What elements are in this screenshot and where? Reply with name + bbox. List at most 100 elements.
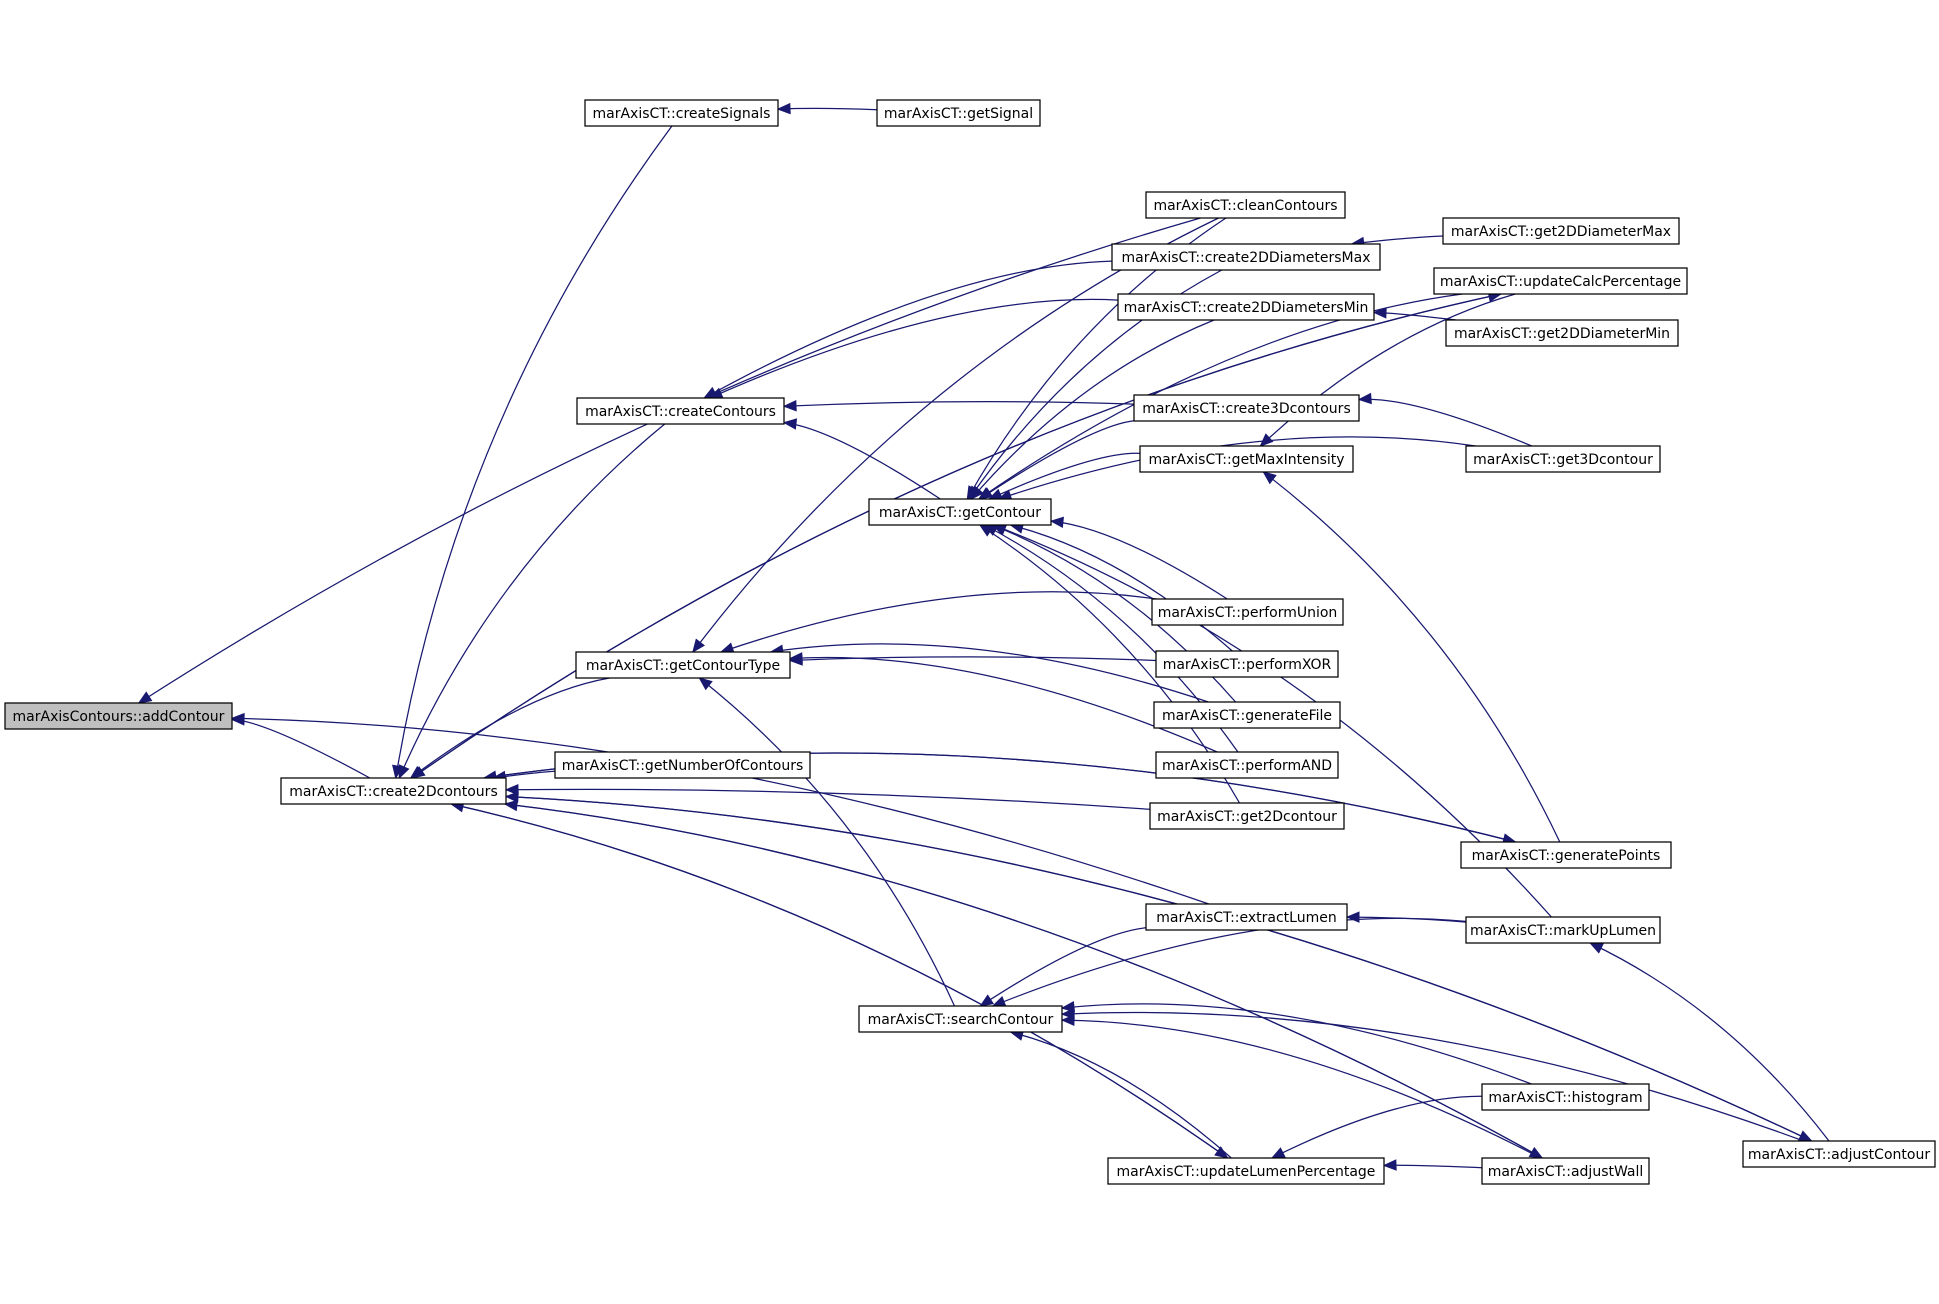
node-box[interactable] [1460, 841, 1672, 869]
node-generate-points[interactable]: marAxisCT::generatePoints [1460, 841, 1672, 869]
node-box[interactable] [1117, 293, 1375, 321]
arrowhead-icon [398, 764, 410, 780]
node-label: marAxisCT::adjustWall [1488, 1164, 1644, 1180]
node-label: marAxisCT::markUpLumen [1470, 923, 1656, 939]
edge-perform-union-to-get-contour-type [720, 591, 1157, 653]
edge-perform-xor-to-get-contour-type [789, 656, 1157, 662]
node-box[interactable] [1445, 319, 1679, 347]
arrowhead-icon [788, 652, 803, 664]
node-update-lumen-percentage[interactable]: marAxisCT::updateLumenPercentage [1107, 1157, 1385, 1185]
node-label: marAxisCT::searchContour [868, 1012, 1054, 1028]
node-get-signal[interactable]: marAxisCT::getSignal [876, 99, 1041, 127]
node-box[interactable] [554, 751, 811, 779]
node-box[interactable] [576, 397, 785, 425]
node-box[interactable] [1742, 1140, 1936, 1168]
edge-perform-union-to-get-contour [1050, 520, 1228, 600]
node-get3-dcontour[interactable]: marAxisCT::get3Dcontour [1465, 445, 1661, 473]
node-create2-ddiameters-min[interactable]: marAxisCT::create2DDiametersMin [1117, 293, 1375, 321]
arrowhead-icon [991, 996, 1007, 1007]
node-get2-ddiameter-max[interactable]: marAxisCT::get2DDiameterMax [1442, 217, 1680, 245]
node-box[interactable] [1465, 916, 1661, 944]
node-get-max-intensity[interactable]: marAxisCT::getMaxIntensity [1139, 445, 1354, 473]
edge-adjust-wall-to-search-contour [1061, 1019, 1541, 1159]
edge-get-max-intensity-to-get-contour [988, 452, 1141, 500]
node-generate-file[interactable]: marAxisCT::generateFile [1153, 701, 1341, 729]
node-box[interactable] [575, 651, 791, 679]
node-update-calc-percentage[interactable]: marAxisCT::updateCalcPercentage [1433, 267, 1688, 295]
node-create2-ddiameters-max[interactable]: marAxisCT::create2DDiametersMax [1111, 243, 1381, 271]
node-get-number-of-contours[interactable]: marAxisCT::getNumberOfContours [554, 751, 811, 779]
edge-perform-xor-to-get-contour [1010, 524, 1233, 652]
node-adjust-contour[interactable]: marAxisCT::adjustContour [1742, 1140, 1936, 1168]
node-box[interactable] [4, 702, 233, 730]
node-perform-union[interactable]: marAxisCT::performUnion [1151, 598, 1344, 626]
node-label: marAxisCT::create2DDiametersMin [1124, 300, 1369, 316]
arrowhead-icon [1357, 392, 1372, 405]
node-create3-dcontours[interactable]: marAxisCT::create3Dcontours [1133, 394, 1360, 422]
node-box[interactable] [1107, 1157, 1385, 1185]
edge-create-signals-to-create2-dcontours [395, 125, 673, 779]
node-box[interactable] [1145, 191, 1346, 219]
node-adjust-wall[interactable]: marAxisCT::adjustWall [1481, 1157, 1650, 1185]
node-label: marAxisCT::createContours [585, 404, 776, 420]
edge-create2-dcontours-to-update-lumen-percentage [450, 803, 1229, 1159]
node-box[interactable] [1111, 243, 1381, 271]
node-create-signals[interactable]: marAxisCT::createSignals [584, 99, 779, 127]
node-box[interactable] [1145, 903, 1348, 931]
arrowhead-icon [137, 691, 153, 704]
node-extract-lumen[interactable]: marAxisCT::extractLumen [1145, 903, 1348, 931]
arrowhead-icon [1060, 1000, 1076, 1013]
edge-clean-contours-to-get-contour-type [692, 217, 1219, 653]
node-perform-xor[interactable]: marAxisCT::performXOR [1155, 650, 1339, 678]
node-label: marAxisCT::histogram [1488, 1090, 1642, 1106]
arrowhead-icon [230, 712, 245, 725]
node-label: marAxisCT::create3Dcontours [1142, 401, 1350, 417]
node-get-contour-type[interactable]: marAxisCT::getContourType [575, 651, 791, 679]
edge-create2-ddiameters-min-to-create-contours [709, 298, 1119, 399]
node-box[interactable] [1139, 445, 1354, 473]
node-get2-dcontour[interactable]: marAxisCT::get2Dcontour [1149, 802, 1345, 830]
node-get-contour[interactable]: marAxisCT::getContour [868, 498, 1052, 526]
node-box[interactable] [1433, 267, 1688, 295]
arrowhead-icon [782, 418, 798, 430]
node-box[interactable] [876, 99, 1041, 127]
node-histogram[interactable]: marAxisCT::histogram [1481, 1083, 1650, 1111]
node-box[interactable] [1481, 1157, 1650, 1185]
node-box[interactable] [280, 777, 507, 805]
arrowhead-icon [1345, 911, 1360, 923]
node-box[interactable] [1155, 751, 1339, 779]
edge-create3-dcontours-to-get-contour [979, 420, 1135, 500]
node-box[interactable] [1133, 394, 1360, 422]
node-box[interactable] [1149, 802, 1345, 830]
node-create-contours[interactable]: marAxisCT::createContours [576, 397, 785, 425]
node-label: marAxisCT::updateLumenPercentage [1117, 1164, 1376, 1180]
node-box[interactable] [1442, 217, 1680, 245]
node-clean-contours[interactable]: marAxisCT::cleanContours [1145, 191, 1346, 219]
node-box[interactable] [1153, 701, 1341, 729]
node-box[interactable] [1155, 650, 1339, 678]
node-box[interactable] [1465, 445, 1661, 473]
node-mark-up-lumen[interactable]: marAxisCT::markUpLumen [1465, 916, 1661, 944]
node-label: marAxisCT::adjustContour [1748, 1147, 1930, 1163]
node-get2-ddiameter-min[interactable]: marAxisCT::get2DDiameterMin [1445, 319, 1679, 347]
edge-get2-ddiameter-max-to-create2-ddiameters-max [1351, 235, 1444, 245]
node-search-contour[interactable]: marAxisCT::searchContour [858, 1005, 1063, 1033]
arrowhead-icon [1372, 307, 1387, 319]
node-label: marAxisCT::getMaxIntensity [1148, 452, 1344, 468]
arrowhead-icon [1214, 1146, 1229, 1159]
edge-get-contour-to-create-contours [783, 421, 941, 500]
node-box[interactable] [584, 99, 779, 127]
node-add-contour[interactable]: marAxisContours::addContour [4, 702, 233, 730]
arrowhead-icon [1262, 471, 1277, 485]
edge-generate-points-to-get-max-intensity [1263, 471, 1561, 843]
node-create2-dcontours[interactable]: marAxisCT::create2Dcontours [280, 777, 507, 805]
node-perform-and[interactable]: marAxisCT::performAND [1155, 751, 1339, 779]
node-box[interactable] [1481, 1083, 1650, 1111]
node-box[interactable] [858, 1005, 1063, 1033]
node-label: marAxisCT::createSignals [593, 106, 771, 122]
node-label: marAxisCT::performAND [1162, 758, 1332, 774]
node-box[interactable] [868, 498, 1052, 526]
node-label: marAxisCT::get2DDiameterMax [1451, 224, 1671, 240]
node-box[interactable] [1151, 598, 1344, 626]
arrowhead-icon [977, 487, 993, 500]
